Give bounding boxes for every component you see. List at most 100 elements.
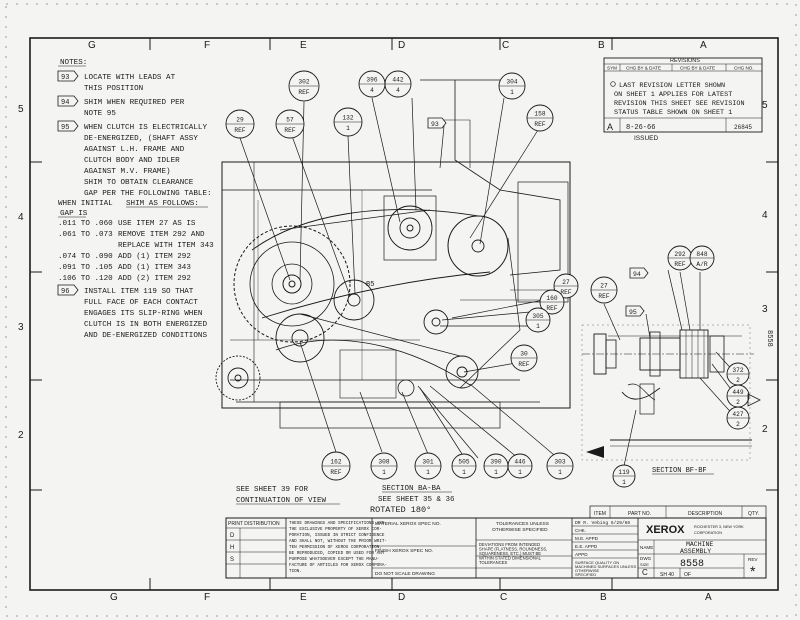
section-arrow-icon (586, 446, 604, 458)
leader-lines (239, 97, 737, 467)
revision-symbol: A (607, 122, 613, 132)
distribution-letter: D (230, 533, 235, 539)
revisions-block: REVISIONS SYM CHG BY & DATE CHG BY & DAT… (603, 57, 763, 142)
gap-table-header: WHEN INITIAL (58, 200, 113, 208)
zone-letter: C (502, 40, 509, 51)
zone-number: 3 (18, 322, 24, 333)
balloon-item-number: 57 (286, 117, 294, 124)
balloon-quantity: 1 (558, 469, 562, 476)
revision-date: 8-26-66 (626, 124, 655, 132)
revision-change-number: 26845 (734, 124, 752, 131)
section-label: SECTION BA-BA (382, 485, 441, 493)
zone-letters-top: G F E D C B A (88, 40, 707, 51)
do-not-scale-label: DO NOT SCALE DRAWING (375, 571, 435, 577)
balloon-quantity: 1 (622, 479, 626, 486)
note-flag-number: 94 (633, 271, 641, 278)
drawing-number: 8558 (680, 559, 704, 570)
company-subtitle: CORPORATION (694, 531, 722, 535)
note-flag-icon (625, 305, 645, 317)
note-flag-number: 94 (61, 99, 69, 107)
continuation-note: SEE SHEET 39 FOR (236, 486, 309, 494)
zone-letter: D (398, 40, 405, 51)
drawing-name: MACHINE (686, 541, 713, 548)
note-text: WHEN CLUTCH IS ELECTRICALLY (84, 124, 207, 132)
rotation-note: ROTATED 180° (370, 505, 431, 515)
balloon-item-number: 449 (732, 389, 743, 396)
zone-letter: G (110, 592, 118, 603)
dwg-label: DWG (640, 556, 652, 561)
balloon-quantity: REF (674, 261, 685, 268)
zone-letter: A (705, 592, 712, 603)
balloon-quantity: REF (298, 89, 309, 96)
tolerances-label: TOLERANCES UNLESS (496, 521, 549, 527)
balloon-item-number: 848 (696, 251, 707, 258)
balloon-item-number: 160 (546, 295, 557, 302)
revision-mark: * (750, 563, 756, 579)
balloon-item-number: 396 (366, 77, 377, 84)
note-text: SHIM TO OBTAIN CLEARANCE (84, 179, 194, 187)
company-address: ROCHESTER 3, NEW YORK (694, 525, 744, 529)
approval-label: APPD (575, 552, 588, 557)
note-text: DE-ENERGIZED, (SHAFT ASSY (84, 135, 198, 143)
zone-number: 2 (18, 430, 24, 441)
part-number-column-header: PART NO. (628, 511, 651, 517)
drawing-note-flags: 93 94 95 (427, 117, 649, 317)
deviations-note: SHAPE (FLATNESS, ROUNDNESS, (479, 547, 547, 552)
deviations-note: WITHIN STATED DIMENSIONAL (479, 556, 542, 561)
balloon-item-number: 30 (520, 351, 528, 358)
balloon-item-number: 119 (618, 469, 629, 476)
drawn-by: DR R. Vebing 6/29/66 (575, 520, 630, 526)
section-label: SECTION BF-BF (652, 467, 707, 475)
zone-letter: E (300, 40, 307, 51)
proprietary-notice: FACTURE OF ARTICLES FOR XEROX CORPORA- (289, 563, 387, 568)
zone-letters-bottom: G F E D C B A (110, 592, 712, 603)
note-text: FULL FACE OF EACH CONTACT (84, 299, 198, 307)
title-block-text: PRINT DISTRIBUTION D H S THESE DRAWINGS … (228, 511, 759, 579)
note-flag-number: 93 (61, 74, 69, 82)
zone-letter: B (600, 592, 607, 603)
section-bf-view (581, 324, 754, 461)
note-flag-number: 95 (61, 124, 69, 132)
balloon-item-number: 158 (534, 111, 545, 118)
note-flag-icon (57, 95, 79, 107)
note-text: AGAINST M.V. FRAME) (84, 168, 171, 176)
section-reference: SEE SHEET 35 & 36 (378, 496, 455, 504)
balloon-quantity: 1 (536, 323, 540, 330)
title-block (225, 505, 767, 579)
balloon-item-number: 442 (392, 77, 403, 84)
proprietary-notice: THE EXCLUSIVE PROPERTY OF XEROX COR- (289, 527, 382, 532)
balloon-quantity: REF (546, 305, 557, 312)
balloon-item-number: 303 (554, 459, 565, 466)
sheet-border (5, 3, 797, 617)
section-arrow-icon (747, 393, 761, 407)
balloon-item-number: 302 (298, 79, 309, 86)
zone-letter: D (398, 592, 405, 603)
surface-quality-note: MACHINED SURFACES UNLESS (575, 564, 636, 569)
balloon-item-number: 27 (562, 279, 570, 286)
quantity-column-header: QTY. (748, 511, 759, 517)
main-assembly-view (215, 79, 571, 429)
balloon-quantity: 1 (462, 469, 466, 476)
shim-action: USE ITEM 27 AS IS (118, 220, 196, 228)
shim-action: REMOVE ITEM 292 AND (118, 231, 205, 239)
note-flag-number: 95 (629, 309, 637, 316)
revision-label: REV (748, 557, 758, 562)
proprietary-notice: TEN PERMISSION OF XEROX CORPORATION, (289, 545, 382, 550)
note-flag-icon (427, 117, 447, 129)
shim-action: ADD (2) ITEM 292 (118, 275, 191, 283)
revisions-column-header: CHG BY & DATE (626, 66, 661, 71)
note-flag-number: 93 (431, 121, 439, 128)
